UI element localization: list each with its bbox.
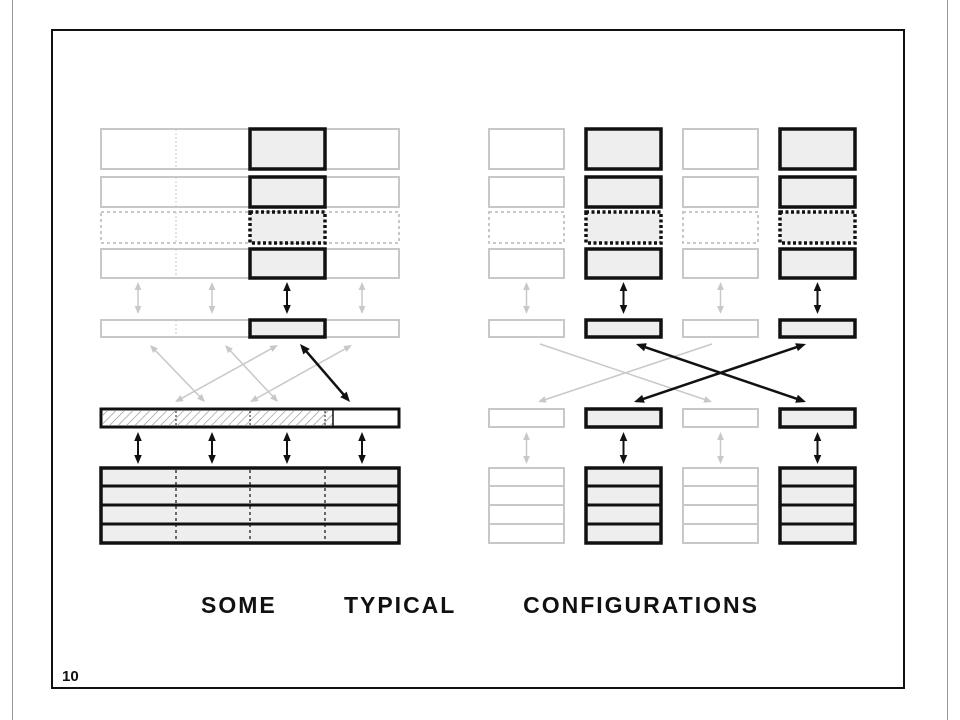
right-active-column-2-memory-box-3 [584,210,663,245]
left-faded-cross-arrow-3-head [269,345,278,352]
right-faded-column-1-memory-box-3 [488,211,565,244]
right-active-column-2-bus-box [584,407,663,429]
right-faded-column-3-memory-box-1 [682,128,759,170]
left-faded-cross-arrow-2-head [270,393,278,402]
left-faded-cross-arrow-4-shaft [254,347,348,400]
page-number: 10 [62,668,79,685]
left-faded-cross-arrow-1-shaft [153,348,202,399]
right-faded-cross-arrow-2-head [538,396,547,403]
left-memory-box-4 [248,247,327,280]
right-active-column-4-memory-box-2 [778,175,857,209]
left-faded-vertical-arrow-2-head [208,306,216,314]
left-faded-cross-arrow-2-tail [225,345,233,354]
slide-frame [51,29,905,689]
right-faded-column-1-lower-arrow-tail [523,432,530,440]
left-faded-vertical-arrow-3-head [358,306,366,314]
right-active-column-2-lower-arrow-tail [619,432,628,441]
right-faded-column-1-bus-box [488,408,565,428]
left-memory-box-1 [248,127,327,171]
right-faded-column-1-memory-box-2 [488,176,565,208]
left-active-vertical-arrow-tail [283,282,291,291]
right-active-cross-arrow-1-head [795,394,806,403]
right-faded-column-1-cache-box [488,319,565,338]
right-faded-column-3-memory-box-2 [682,176,759,208]
right-faded-cross-arrow-2-shaft [543,343,713,401]
right-faded-column-3-memory-box-4 [682,248,759,279]
left-memory-box-3 [248,210,327,245]
right-faded-column-1-upper-arrow-head [523,306,530,314]
right-faded-column-1-memory-box-4 [488,248,565,279]
right-faded-column-1-memory-box-1 [488,128,565,170]
right-active-cross-arrow-2-head [795,343,806,352]
left-faded-vertical-arrow-3-tail [358,282,366,290]
left-storage-arrow-2-tail [208,432,216,441]
left-faded-cross-arrow-3-tail [175,395,184,402]
margin-line-left [12,0,13,720]
right-active-cross-arrow-2-shaft [640,345,800,401]
left-faded-cross-arrow-1-tail [150,345,158,354]
right-active-column-4-memory-box-1 [778,127,857,171]
right-faded-column-3-lower-arrow-tail [717,432,724,440]
left-faded-cross-arrow-3-shaft [179,347,274,400]
right-active-column-4-upper-arrow-head [813,305,822,314]
right-faded-column-3-upper-arrow-head [717,306,724,314]
right-faded-cross-arrow-1-shaft [539,343,707,401]
left-active-cross-arrow-head [340,391,350,402]
margin-line-right [947,0,948,720]
left-active-cross-arrow-shaft [303,348,347,398]
right-active-column-2-memory-box-2 [584,175,663,209]
left-storage-arrow-4-head [358,455,366,464]
right-faded-column-3-bus-box [682,408,759,428]
right-active-column-2-upper-arrow-tail [619,282,628,291]
right-active-column-4-memory-box-3 [778,210,857,245]
slide-title: SOME TYPICAL CONFIGURATIONS [201,592,759,618]
right-active-column-2-memory-box-1 [584,127,663,171]
left-faded-cross-arrow-2-shaft [228,348,275,399]
right-active-column-4-bus-box [778,407,857,429]
right-active-column-2-cache-box [584,318,663,339]
left-faded-vertical-arrow-1-head [134,306,142,314]
left-bus-hatch [103,411,333,425]
left-storage-arrow-2-head [208,455,216,464]
left-storage-arrow-1-head [134,455,142,464]
left-faded-vertical-arrow-2-tail [208,282,216,290]
right-active-column-4-lower-arrow-head [813,455,822,464]
right-faded-column-3-lower-arrow-head [717,456,724,464]
left-active-vertical-arrow-head [283,305,291,314]
left-faded-cross-arrow-1-head [197,393,205,402]
right-active-column-2-memory-box-4 [584,247,663,280]
right-active-column-4-cache-box [778,318,857,339]
right-faded-column-1-upper-arrow-tail [523,282,530,290]
left-memory-box-2 [248,175,327,209]
right-active-column-4-lower-arrow-tail [813,432,822,441]
left-storage-arrow-3-tail [283,432,291,441]
right-faded-column-3-memory-box-3 [682,211,759,244]
left-faded-vertical-arrow-1-tail [134,282,142,290]
left-storage-arrow-3-head [283,455,291,464]
left-faded-cross-arrow-4-tail [250,395,259,402]
right-faded-column-1-lower-arrow-head [523,456,530,464]
left-storage-arrow-1-tail [134,432,142,441]
right-active-column-2-lower-arrow-head [619,455,628,464]
left-storage-arrow-4-tail [358,432,366,441]
right-faded-column-3-upper-arrow-tail [717,282,724,290]
right-faded-column-3-cache-box [682,319,759,338]
right-active-column-4-memory-box-4 [778,247,857,280]
right-active-cross-arrow-1-tail [636,343,647,352]
left-active-cross-arrow-tail [300,344,310,355]
left-cache-box [248,318,327,339]
right-active-cross-arrow-2-tail [634,394,645,403]
right-faded-cross-arrow-1-head [703,396,712,403]
right-active-column-2-upper-arrow-head [619,305,628,314]
left-faded-cross-arrow-4-head [343,345,352,352]
right-active-column-4-upper-arrow-tail [813,282,822,291]
